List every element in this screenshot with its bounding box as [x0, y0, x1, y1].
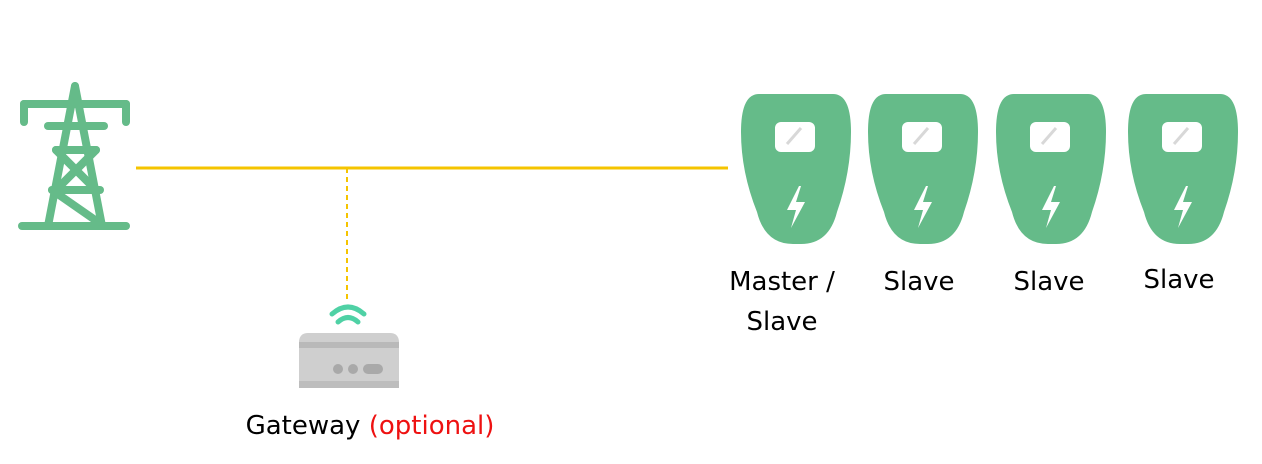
ev-charger-icon — [868, 94, 978, 244]
router-icon — [299, 333, 399, 388]
charger-label-line: Slave — [883, 267, 955, 297]
wifi-signal-icon — [329, 304, 367, 325]
gateway-label: Gateway (optional) — [210, 406, 530, 446]
charger-label-line: Slave — [1143, 265, 1215, 295]
charger-label-line: Slave — [746, 307, 818, 337]
gateway-optional-note: (optional) — [368, 411, 495, 441]
charger-label-line: Slave — [1013, 267, 1085, 297]
ev-charger-icon — [741, 94, 851, 244]
charger-label-slave: Slave — [994, 262, 1104, 302]
ev-charger-icon — [996, 94, 1106, 244]
charger-label-slave: Slave — [864, 262, 974, 302]
charger-label-master-slave: Master / Slave — [712, 262, 852, 342]
ev-charger-icon — [1128, 94, 1238, 244]
power-pylon-icon — [18, 82, 130, 230]
charger-label-line: Master / — [729, 267, 835, 297]
gateway-label-text: Gateway — [245, 411, 361, 441]
charger-label-slave: Slave — [1124, 260, 1234, 300]
